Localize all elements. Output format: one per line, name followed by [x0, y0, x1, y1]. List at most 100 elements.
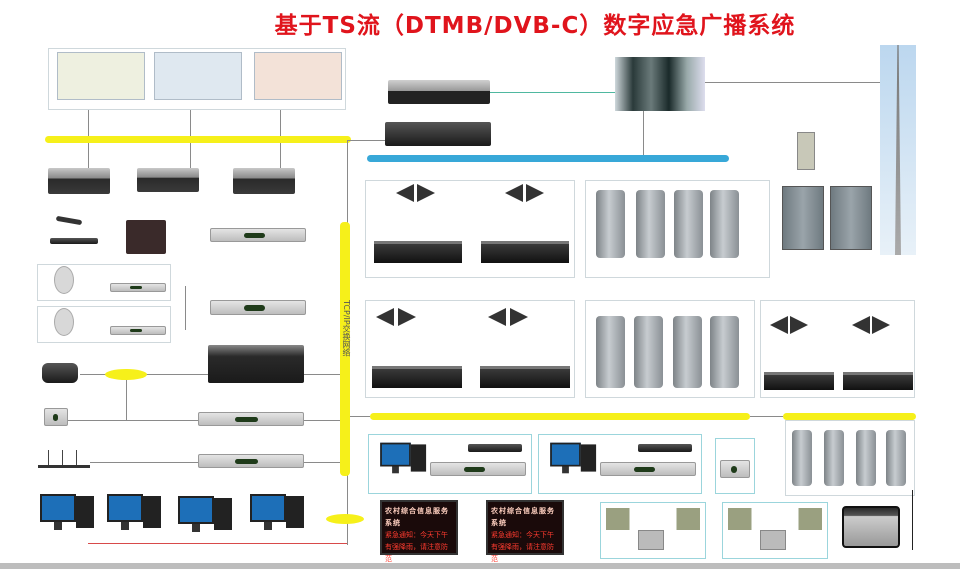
encoder-unit: [210, 228, 306, 242]
horn-speaker-icon: [376, 308, 394, 326]
wall-receiver-box: [797, 132, 815, 170]
transmitter-cabinet: [782, 186, 824, 250]
transmitter-cabinet: [830, 186, 872, 250]
column-speaker: [674, 190, 703, 258]
studio-encoder: [430, 462, 526, 476]
studio-pc: [550, 442, 598, 474]
horn-speaker-icon: [398, 308, 416, 326]
link-line: [347, 140, 385, 141]
link-line: [350, 416, 370, 417]
column-speaker: [596, 316, 625, 388]
led-sign-header: 农村综合信息服务系统: [385, 507, 449, 527]
amplifier-group: [365, 180, 575, 278]
tcpip-network-bus: [340, 222, 350, 476]
power-amplifier: [764, 372, 834, 390]
horn-speaker-icon: [510, 308, 528, 326]
outdoor-horn-terminal: [600, 502, 706, 559]
horn-speaker-icon: [790, 316, 808, 334]
server: [137, 168, 199, 192]
power-amplifier: [374, 241, 462, 263]
power-amplifier: [372, 366, 462, 388]
column-speaker-group: [585, 300, 755, 398]
link-line: [126, 380, 127, 420]
outdoor-horn-terminal: [722, 502, 828, 559]
led-sign: 农村综合信息服务系统 紧急通知：今天下午 有强降雨，请注意防范: [380, 500, 458, 563]
satellite-receiver: [110, 326, 166, 335]
power-amplifier: [480, 366, 570, 388]
telephone-network-node: [105, 369, 147, 380]
link-line: [185, 286, 186, 330]
column-speaker-group: [585, 180, 770, 278]
power-amplifier: [481, 241, 569, 263]
link-line: [750, 416, 783, 417]
column-speaker: [673, 316, 702, 388]
satellite-dish-icon: [54, 308, 74, 336]
horn-speaker-icon: [872, 316, 890, 334]
column-speaker-group: [785, 420, 915, 496]
satellite-receiver-panel: [37, 264, 171, 301]
led-sign: 农村综合信息服务系统 紧急通知：今天下午 有强降雨，请注意防范: [486, 500, 564, 563]
led-sign-line: 有强降雨，请注意防范: [385, 543, 448, 563]
microphone-icon: [55, 215, 83, 226]
column-speaker: [856, 430, 876, 486]
studio-pc: [380, 442, 428, 474]
horn-speaker-icon: [505, 184, 523, 202]
workstation-pc: [178, 496, 234, 532]
horn-speaker-icon: [770, 316, 788, 334]
paging-encoder: [198, 412, 304, 426]
server: [48, 168, 110, 194]
studio-station: [538, 434, 702, 494]
distribution-network-bus: [367, 155, 729, 162]
outdoor-horns-icon: [606, 508, 700, 530]
horn-speaker-icon: [488, 308, 506, 326]
management-platform-screen: [154, 52, 242, 100]
tv-tower-photo: [880, 45, 916, 255]
dvd-player: [638, 444, 692, 452]
column-speaker: [824, 430, 844, 486]
control-network-bus: [45, 136, 351, 143]
column-speaker: [710, 190, 739, 258]
telephone-icon: [42, 363, 78, 383]
horn-speaker-icon: [417, 184, 435, 202]
paging-console-panel: [715, 438, 755, 494]
horn-speaker-icon: [396, 184, 414, 202]
satellite-receiver: [110, 283, 166, 292]
workstation-pc: [40, 494, 96, 530]
antenna-icon: [912, 490, 913, 550]
monitor-platform-screen: [254, 52, 342, 100]
lan-line: [88, 543, 347, 544]
horn-speaker-icon: [526, 184, 544, 202]
satellite-dish-icon: [54, 266, 74, 294]
column-speaker: [710, 316, 739, 388]
receiver-unit: [210, 300, 306, 315]
amplifier-group: [365, 300, 575, 398]
audio-mixer: [126, 220, 166, 254]
column-speaker: [886, 430, 906, 486]
server: [233, 168, 295, 194]
broadcast-network-bus: [783, 413, 916, 420]
link-line: [643, 111, 644, 156]
led-sign-line: 紧急通知：今天下午: [385, 531, 448, 539]
column-speaker: [596, 190, 625, 258]
data-center-photo: [615, 57, 705, 111]
link-line: [705, 82, 880, 83]
wireless-receiver: [198, 454, 304, 468]
bottom-border: [0, 563, 960, 569]
column-speaker: [792, 430, 812, 486]
paging-console: [720, 460, 750, 478]
dvd-player: [50, 238, 98, 244]
power-amplifier: [843, 372, 913, 390]
column-speaker: [634, 316, 663, 388]
dvd-player: [468, 444, 522, 452]
led-sign-header: 农村综合信息服务系统: [491, 507, 555, 527]
studio-station: [368, 434, 532, 494]
horn-speaker-icon: [852, 316, 870, 334]
broadcast-network-bus: [370, 413, 750, 420]
wireless-antennas-icon: [38, 450, 90, 468]
studio-encoder: [600, 462, 696, 476]
workstation-pc: [250, 494, 306, 530]
telephone-gateway-server: [208, 345, 304, 383]
workstation-pc: [107, 494, 163, 530]
column-speaker: [636, 190, 665, 258]
outdoor-receiver-box: [638, 530, 664, 550]
